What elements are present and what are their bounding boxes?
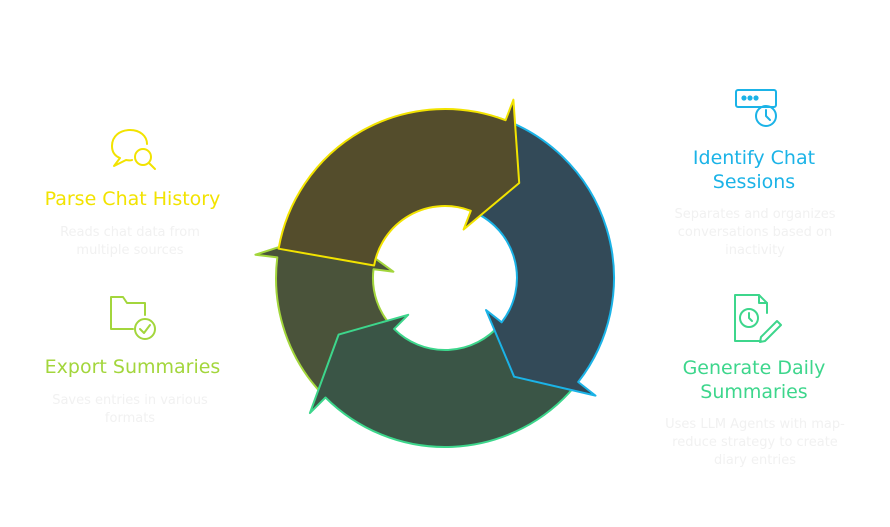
step-desc-identify-chat-sessions: Separates and organizes conversations ba…	[674, 207, 836, 258]
folder-check-icon	[107, 293, 159, 343]
cycle-segment-parse-chat-history	[277, 98, 521, 267]
chat-search-icon	[106, 126, 158, 176]
step-title-generate-daily-summaries: Generate Daily Summaries	[682, 357, 826, 403]
document-edit-clock-icon	[731, 291, 783, 345]
step-desc-generate-daily-summaries: Uses LLM Agents with map-reduce strategy…	[665, 417, 845, 468]
chat-clock-icon	[733, 87, 783, 131]
step-title-identify-chat-sessions: Identify Chat Sessions	[692, 147, 816, 193]
step-title-export-summaries: Export Summaries	[44, 356, 221, 378]
step-desc-parse-chat-history: Reads chat data from multiple sources	[60, 225, 200, 258]
step-title-parse-chat-history: Parse Chat History	[44, 188, 221, 210]
step-desc-export-summaries: Saves entries in various formats	[52, 393, 208, 426]
